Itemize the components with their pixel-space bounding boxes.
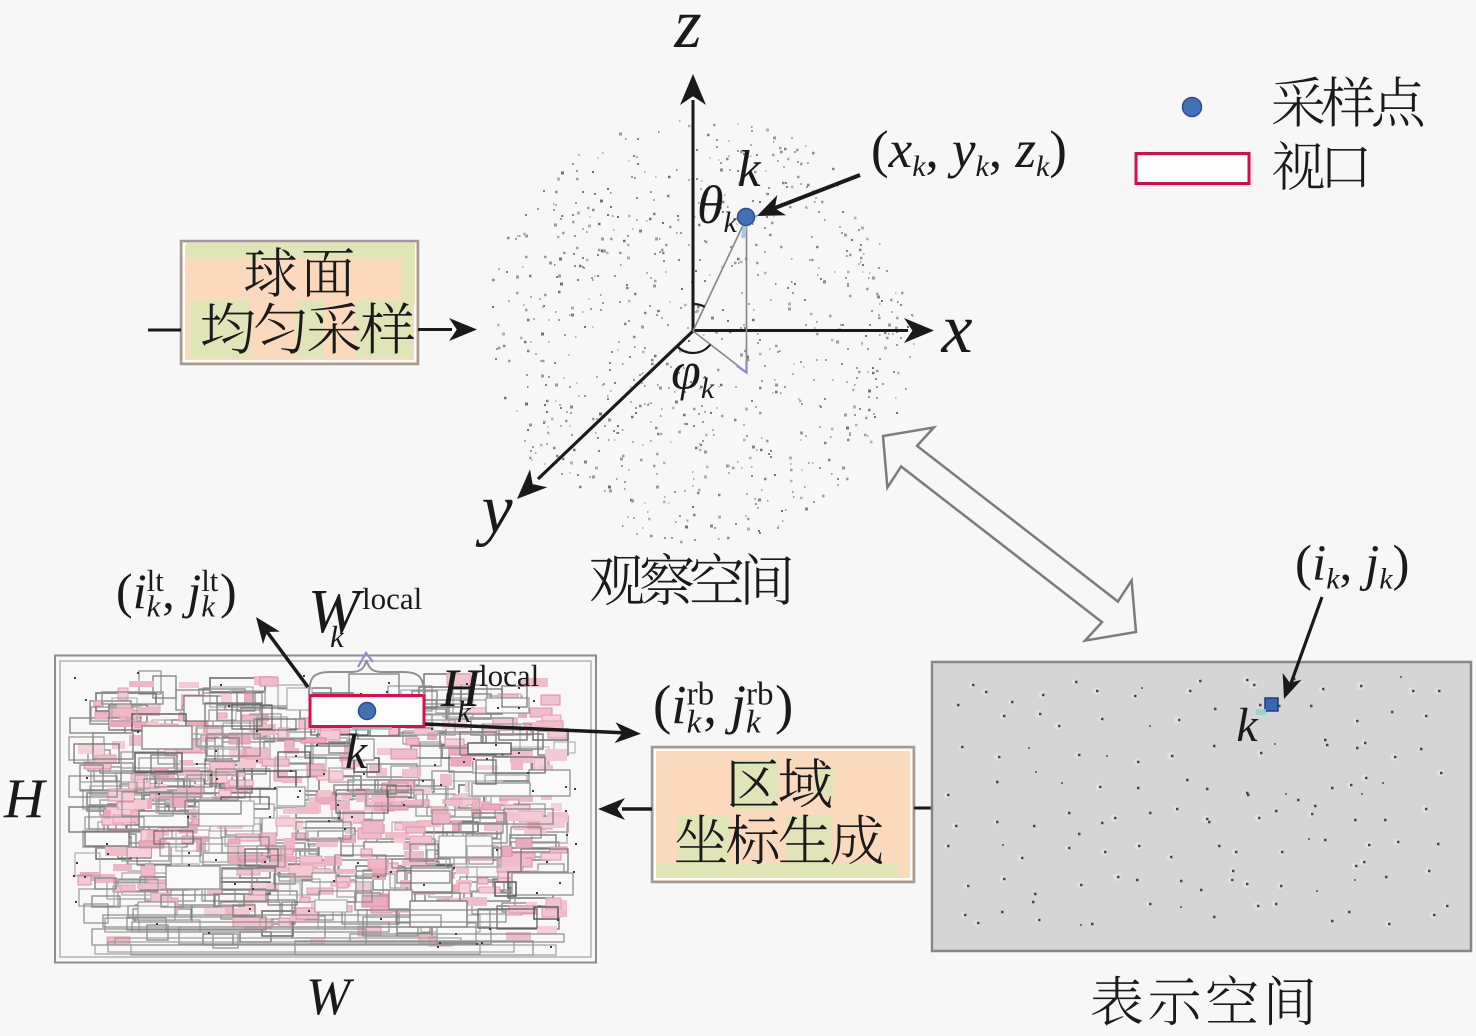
svg-text:j: j	[725, 674, 746, 735]
svg-text:(: (	[871, 121, 889, 179]
svg-text:k: k	[147, 589, 162, 624]
svg-text:local: local	[479, 658, 539, 693]
svg-text:,: ,	[162, 563, 175, 619]
svg-text:H: H	[3, 768, 47, 830]
svg-text:k: k	[1036, 150, 1050, 183]
svg-text:): )	[220, 563, 237, 619]
svg-text:k: k	[746, 704, 762, 740]
svg-text:x: x	[940, 291, 972, 368]
svg-text:x: x	[888, 121, 913, 179]
svg-text:z: z	[673, 0, 701, 63]
svg-text:): )	[1393, 536, 1410, 592]
svg-text:(: (	[1295, 536, 1312, 592]
svg-text:z: z	[1014, 121, 1036, 179]
svg-text:θ: θ	[697, 175, 724, 235]
svg-text:local: local	[362, 581, 422, 616]
svg-text:φ: φ	[671, 341, 701, 401]
svg-text:k: k	[1379, 563, 1393, 596]
svg-text:lt: lt	[201, 563, 219, 598]
svg-text:y: y	[947, 121, 976, 179]
svg-text:rb: rb	[687, 676, 715, 712]
svg-text:y: y	[475, 471, 513, 548]
svg-text:W: W	[306, 968, 355, 1026]
svg-text:,: ,	[926, 121, 939, 179]
svg-text:k: k	[1236, 699, 1259, 752]
svg-text:,: ,	[1340, 536, 1353, 592]
svg-text:(: (	[116, 563, 133, 619]
svg-text:,: ,	[703, 674, 717, 735]
svg-text:H: H	[440, 658, 483, 718]
svg-text:k: k	[1326, 563, 1340, 596]
svg-text:k: k	[687, 704, 703, 740]
svg-text:i: i	[1312, 536, 1326, 592]
svg-text:,: ,	[989, 121, 1002, 179]
svg-text:k: k	[345, 723, 368, 779]
svg-text:): )	[1049, 121, 1067, 179]
svg-text:k: k	[330, 619, 345, 654]
svg-text:j: j	[1359, 536, 1379, 592]
svg-text:k: k	[912, 150, 926, 183]
svg-text:k: k	[724, 206, 738, 239]
svg-text:rb: rb	[746, 676, 774, 712]
svg-text:k: k	[201, 589, 216, 624]
svg-text:k: k	[976, 150, 990, 183]
svg-text:k: k	[457, 694, 472, 729]
svg-text:i: i	[133, 563, 147, 619]
svg-text:(: (	[653, 674, 671, 735]
svg-text:): )	[775, 674, 793, 735]
svg-text:lt: lt	[147, 563, 165, 598]
svg-text:k: k	[737, 141, 761, 198]
svg-text:i: i	[671, 674, 686, 735]
svg-text:k: k	[701, 372, 715, 405]
svg-text:W: W	[308, 578, 365, 646]
